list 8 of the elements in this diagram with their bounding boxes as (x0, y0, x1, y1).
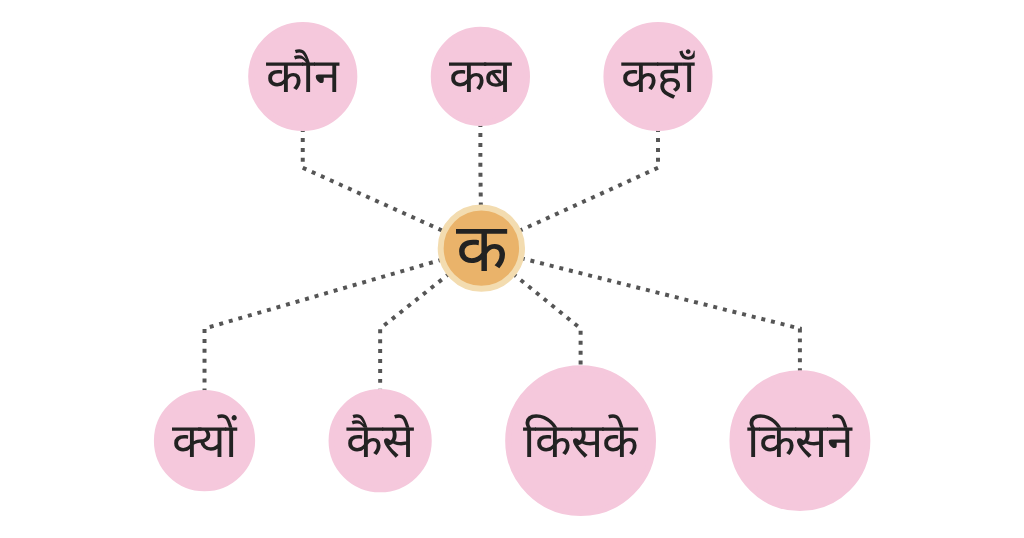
node-circle: कब (430, 26, 530, 127)
node-circle: किसके (505, 365, 656, 517)
node-circle: कहाँ (603, 21, 713, 132)
node-circle: कैसे (328, 389, 432, 493)
node-circle: क (437, 204, 525, 292)
node-circle: क्यों (153, 390, 255, 492)
node-circle: कौन (248, 21, 358, 132)
node-circle: किसने (729, 370, 871, 512)
